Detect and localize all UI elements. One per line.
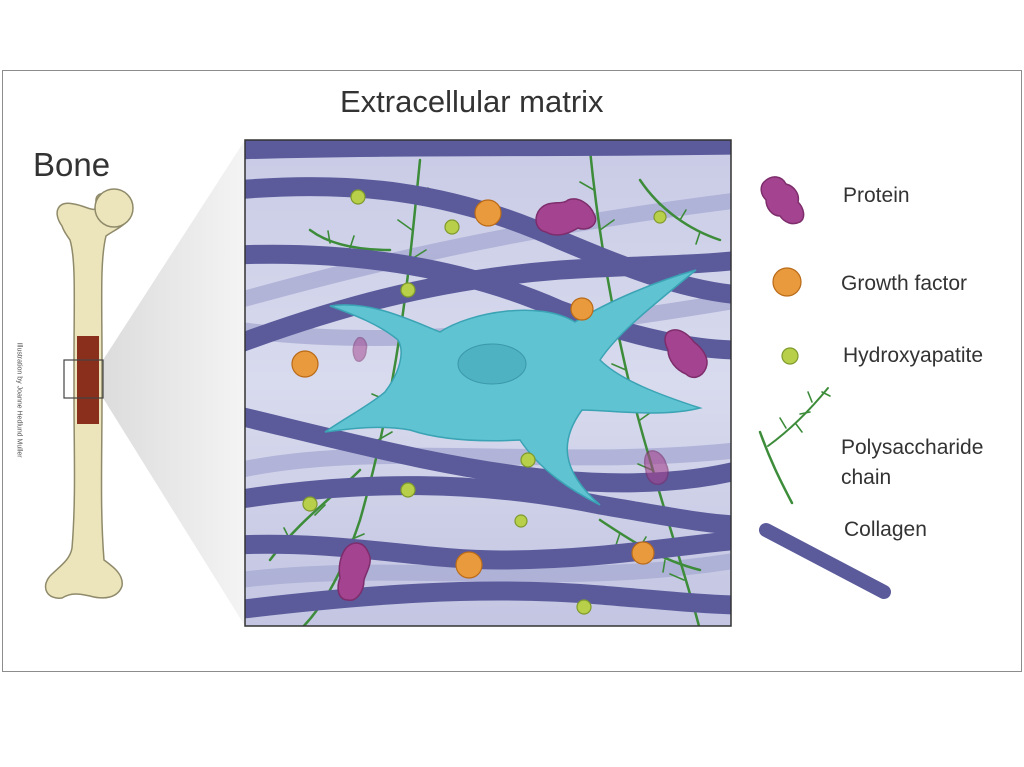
bone-marrow (77, 336, 99, 424)
growth-factor-icon (773, 268, 801, 296)
growth-factor (292, 351, 318, 377)
hydroxyapatite (515, 515, 527, 527)
growth-factor (456, 552, 482, 578)
cell-nucleus (458, 344, 526, 384)
hydroxyapatite (351, 190, 365, 204)
legend-protein-label: Protein (843, 184, 910, 208)
illustration-credit: Illustration by Joanne Hedlund Muller (16, 342, 23, 457)
legend-collagen-label: Collagen (844, 518, 927, 542)
legend-polysaccharide-chain-label: Polysaccharide chain (841, 433, 1021, 493)
hydroxyapatite (303, 497, 317, 511)
hydroxyapatite (577, 600, 591, 614)
protein (353, 338, 366, 362)
growth-factor (571, 298, 593, 320)
growth-factor (632, 542, 654, 564)
legend-growth-factor-label: Growth factor (841, 272, 967, 296)
hydroxyapatite (521, 453, 535, 467)
polysaccharide-chain-icon (760, 388, 830, 503)
legend-hydroxyapatite-label: Hydroxyapatite (843, 344, 983, 368)
protein-icon (761, 177, 803, 224)
bone-label: Bone (33, 146, 110, 184)
figure-title: Extracellular matrix (340, 84, 604, 120)
protein (536, 199, 596, 235)
femoral-head (95, 189, 133, 227)
hydroxyapatite-icon (782, 348, 798, 364)
hydroxyapatite (401, 283, 415, 297)
hydroxyapatite (654, 211, 666, 223)
growth-factor (475, 200, 501, 226)
matrix-panel (235, 140, 740, 630)
collagen-fiber (235, 145, 740, 150)
hydroxyapatite (401, 483, 415, 497)
hydroxyapatite (445, 220, 459, 234)
